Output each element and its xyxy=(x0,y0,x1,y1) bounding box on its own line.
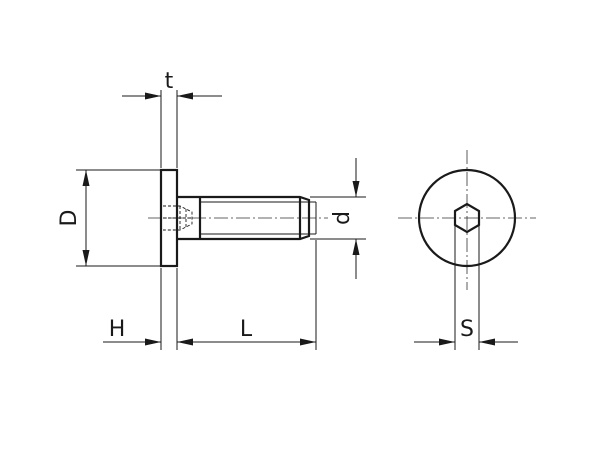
hex-socket xyxy=(453,202,481,234)
dimension-d: d xyxy=(310,158,366,279)
bolt-head xyxy=(159,168,179,268)
side-view xyxy=(148,168,328,268)
dimension-D: D xyxy=(57,169,160,267)
bolt-shank xyxy=(177,195,311,241)
label-S: S xyxy=(460,317,474,342)
head-circle xyxy=(417,168,517,268)
label-H: H xyxy=(109,317,126,342)
label-d: d xyxy=(330,211,355,225)
label-t: t xyxy=(165,69,174,94)
hidden-socket xyxy=(163,205,193,231)
dimension-H-L: H L xyxy=(103,240,317,350)
end-view xyxy=(398,150,536,290)
label-L: L xyxy=(240,317,253,342)
dimension-t: t xyxy=(122,69,222,168)
dimension-S: S xyxy=(414,226,518,350)
label-D: D xyxy=(57,210,82,227)
